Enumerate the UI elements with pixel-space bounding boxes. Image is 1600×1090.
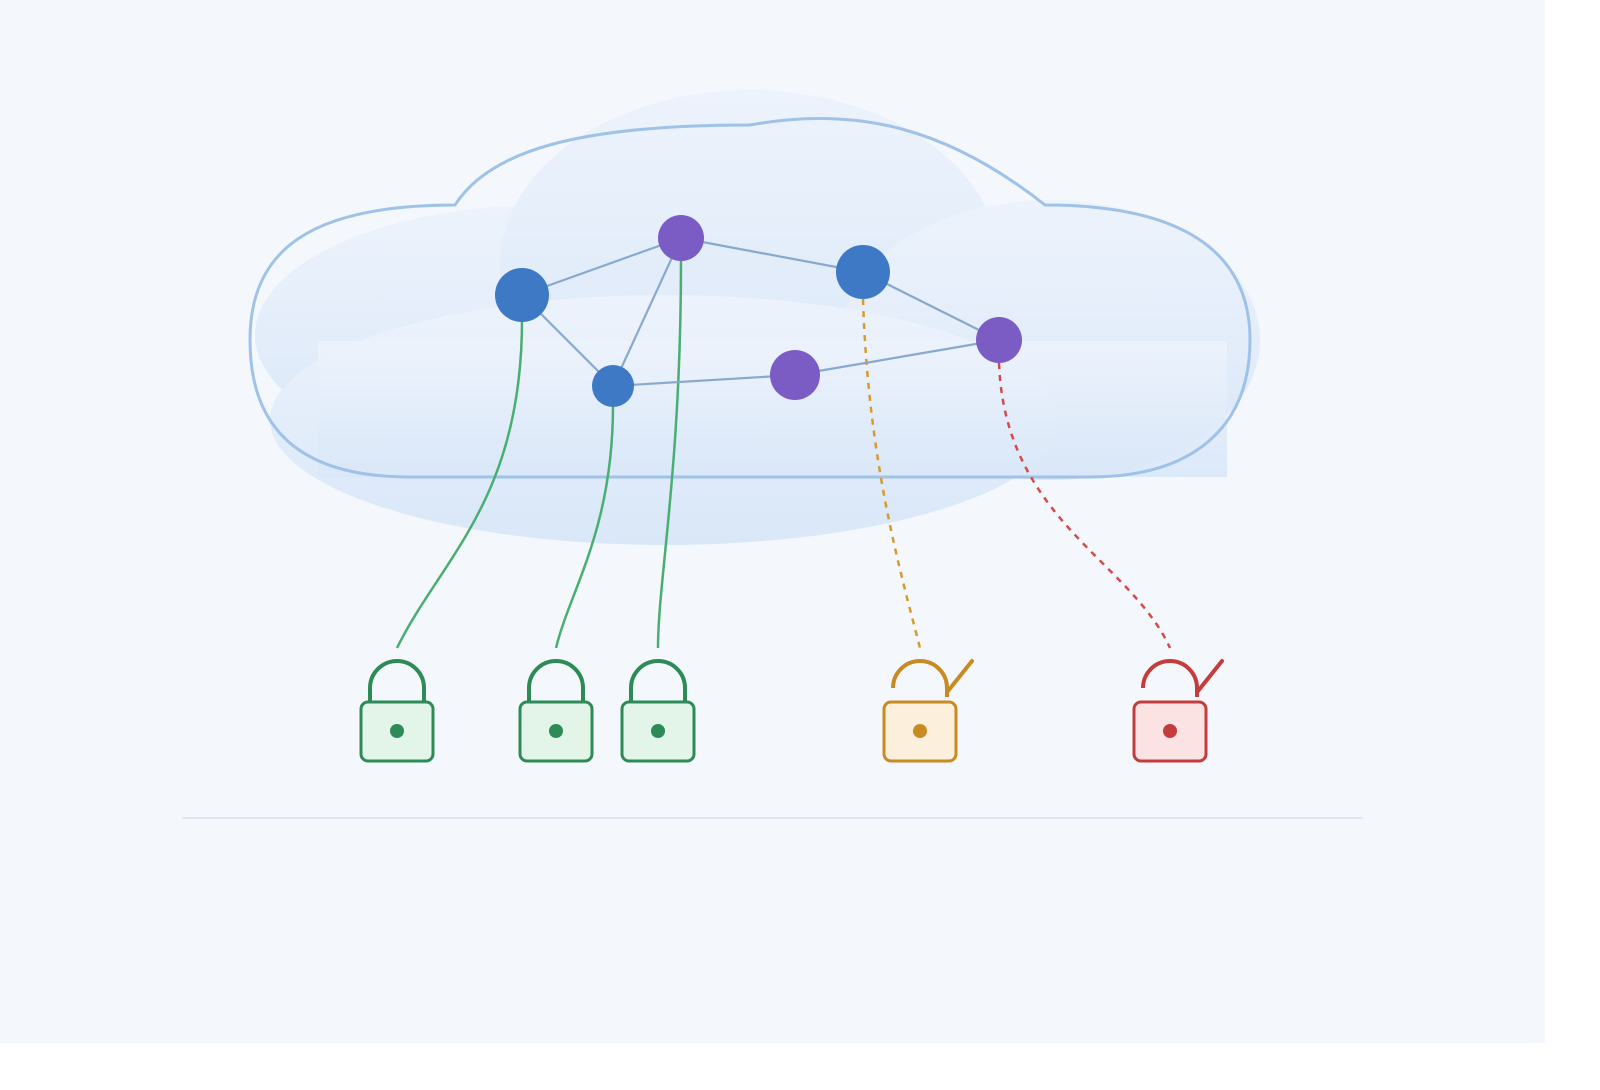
- network-edge: [612, 373, 796, 388]
- connection-line-danger: [997, 362, 1172, 649]
- network-node-blue: [836, 245, 890, 299]
- network-edge: [521, 236, 682, 297]
- lock-shackle: [629, 659, 687, 701]
- network-edge: [794, 338, 1000, 377]
- network-node-blue: [495, 268, 549, 322]
- lock-shackle-open: [1141, 659, 1199, 697]
- lock-shackle-open: [891, 659, 949, 697]
- lock-closed-icon: [359, 659, 435, 763]
- network-node-purple: [658, 215, 704, 261]
- check-icon: [1196, 659, 1224, 693]
- lock-keyhole: [651, 724, 665, 738]
- lock-keyhole: [390, 724, 404, 738]
- network-edge: [680, 236, 864, 274]
- connection-line-secure: [395, 319, 524, 649]
- cloud-base: [318, 341, 1227, 477]
- cloud-icon: [248, 90, 1260, 545]
- lock-closed-icon: [518, 659, 594, 763]
- connection-line-secure: [554, 404, 615, 649]
- lock-closed-icon: [620, 659, 696, 763]
- lock-keyhole: [913, 724, 927, 738]
- network-node-purple: [976, 317, 1022, 363]
- network-node-blue: [592, 365, 634, 407]
- connection-line-warning: [861, 298, 922, 649]
- lock-keyhole: [1163, 724, 1177, 738]
- network-node-purple: [770, 350, 820, 400]
- connection-line-secure: [656, 259, 683, 649]
- lock-open-icon: [1132, 659, 1224, 763]
- cloud-outline: [248, 116, 1252, 479]
- lock-keyhole: [549, 724, 563, 738]
- check-icon: [946, 659, 974, 693]
- network-edges: [521, 236, 1000, 388]
- lock-shackle: [527, 659, 585, 701]
- connection-lines: [395, 259, 1172, 649]
- lock-open-icon: [882, 659, 974, 763]
- network-nodes: [495, 215, 1022, 407]
- lock-icons: [359, 659, 1224, 763]
- network-edge: [612, 237, 682, 387]
- lock-shackle: [368, 659, 426, 701]
